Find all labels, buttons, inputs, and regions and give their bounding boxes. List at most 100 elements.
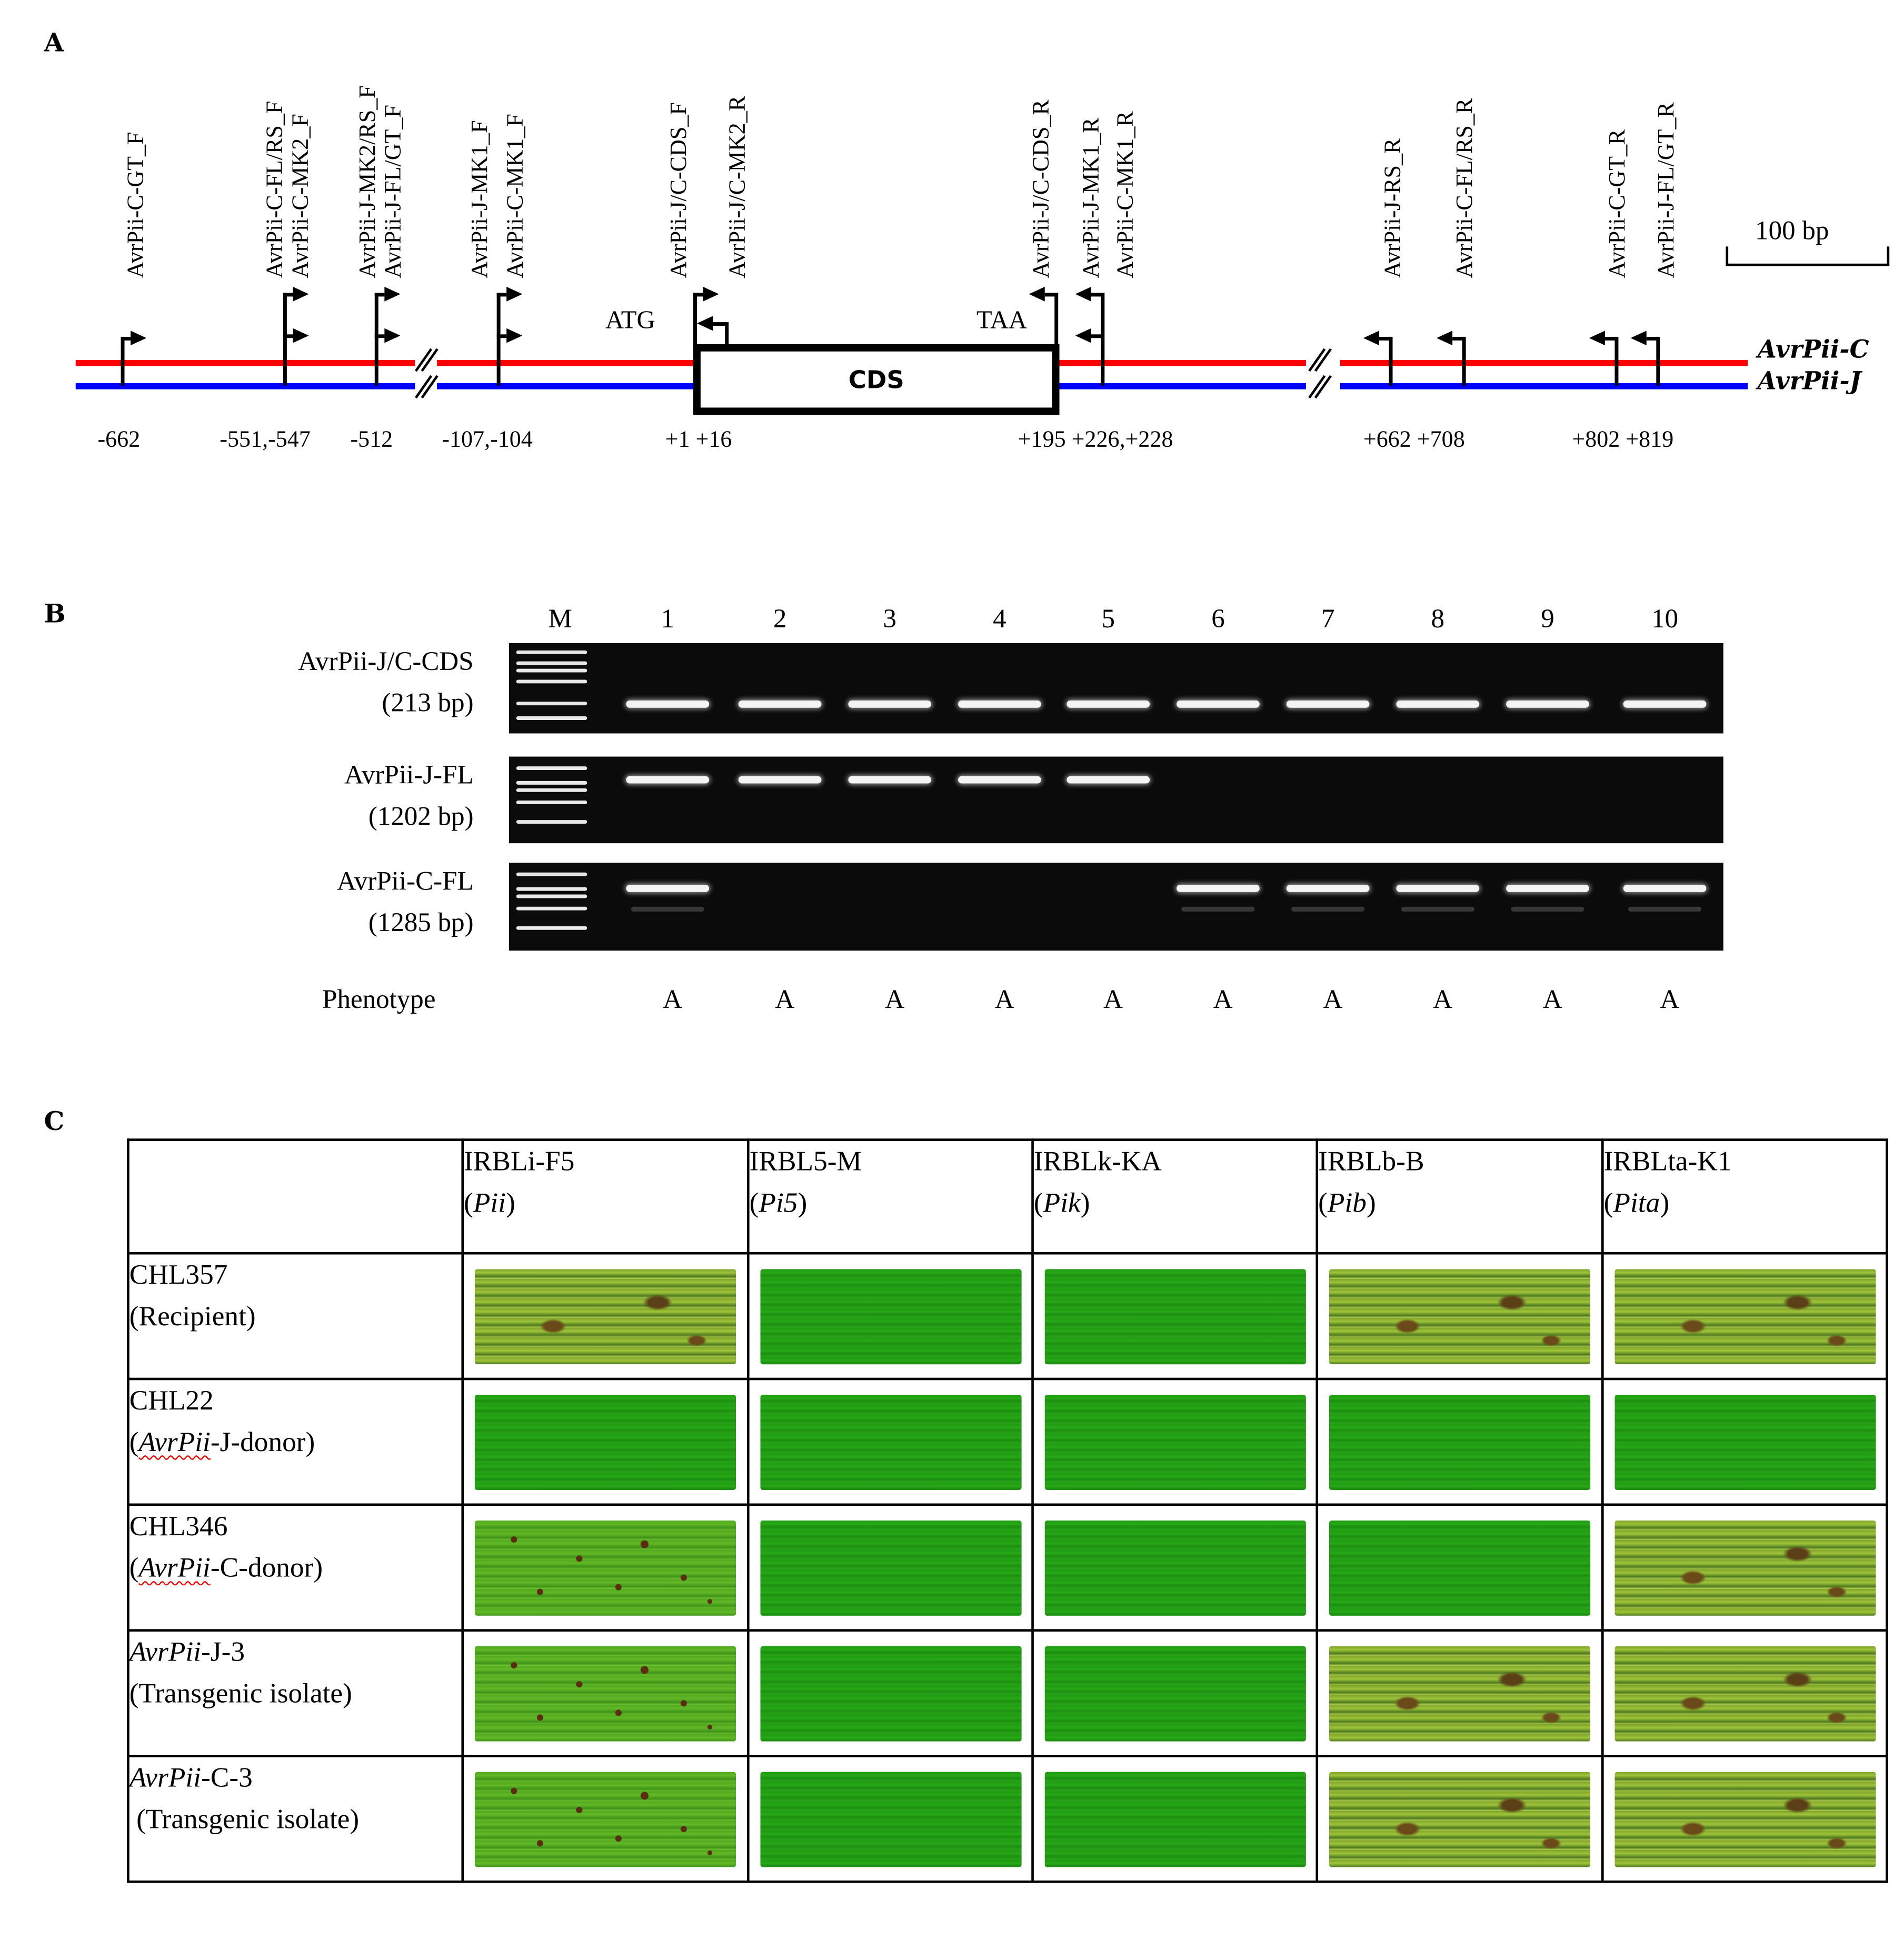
gel-image [509,643,1723,734]
allele-c-line-seg2 [437,359,696,366]
pcr-band [626,700,710,708]
pcr-band [848,776,932,784]
leaf-image-cell [746,1377,1034,1506]
primer-label: AvrPii-J-MK2/RS_F [355,85,381,278]
resistance-gene: (Pik) [1033,1187,1090,1218]
leaf-image-cell [1315,1755,1604,1883]
faint-band [631,906,704,912]
rice-leaf-image [474,1269,736,1365]
rice-line-name: IRBLb-B [1318,1146,1424,1177]
lane-label: 10 [1651,603,1679,634]
leaf-image-cell [1601,1755,1888,1883]
ladder-band [516,906,587,911]
ladder-band [516,661,587,665]
leaf-image-cell [746,1629,1034,1757]
pcr-band [1623,700,1707,708]
rice-leaf-image [760,1395,1021,1491]
column-header: IRBLk-KA(Pik) [1031,1138,1319,1255]
isolate-description: (AvrPii-J-donor) [129,1426,315,1457]
leaf-image-cell [746,1503,1034,1632]
stop-codon-label: TAA [976,305,1028,335]
leaf-image-cell [1315,1503,1604,1632]
faint-band [1401,906,1474,912]
ladder-band [516,702,587,706]
allele-c-line-seg4 [1340,359,1748,366]
rice-line-name: IRBLta-K1 [1603,1146,1732,1177]
leaf-image-cell [1315,1629,1604,1757]
isolate-cell: AvrPii-C-3 (Transgenic isolate) [127,1755,464,1883]
panel-a-label: A [44,27,64,57]
leaf-image-cell [1315,1377,1604,1506]
faint-band [1291,906,1365,912]
table-row: CHL346(AvrPii-C-donor) [127,1503,1888,1632]
ladder-band [516,650,587,654]
isolate-description: (Transgenic isolate) [129,1803,360,1834]
ladder-band [516,781,587,785]
resistance-gene: (Pi5) [749,1187,808,1218]
ladder-band [516,801,587,804]
phenotype-value: A [775,983,795,1014]
pcr-band [626,884,710,892]
isolate-name: AvrPii-J-3 [129,1636,245,1667]
isolate-name: CHL22 [129,1385,214,1416]
gel-primer-name: AvrPii-J-FL [344,759,474,790]
cds-box: CDS [693,344,1060,415]
phenotype-value: A [994,983,1014,1014]
rice-leaf-image [474,1395,736,1491]
position-label: +802 +819 [1572,427,1674,453]
rice-leaf-image [1329,1646,1591,1742]
isolate-description: (Recipient) [129,1301,256,1332]
primer-label: AvrPii-J-MK1_R [1079,117,1105,278]
leaf-image-cell [1601,1629,1888,1757]
table-row: AvrPii-J-3 (Transgenic isolate) [127,1629,1888,1757]
pcr-band [1623,884,1707,892]
faint-band [1511,906,1584,912]
allele-j-label: AvrPii-J [1757,366,1861,396]
leaf-image-cell [1031,1377,1319,1506]
leaf-image-cell [746,1252,1034,1381]
primer-label: AvrPii-C-MK2_F [288,114,314,278]
pcr-band [738,776,822,784]
pcr-band [1396,884,1480,892]
cds-label: CDS [848,365,904,394]
rice-leaf-image [1614,1646,1876,1742]
primer-label: AvrPii-C-GT_F [123,132,149,278]
allele-c-label: AvrPii-C [1757,334,1869,364]
pcr-band [738,700,822,708]
rice-leaf-image [474,1772,736,1867]
allele-j-line-seg3 [1056,383,1306,389]
gel-image [509,863,1723,951]
lane-label: M [548,603,572,634]
leaf-image-cell [746,1755,1034,1883]
leaf-image-cell [1031,1755,1319,1883]
primer-label: AvrPii-J-RS_R [1380,138,1407,278]
gel-row-label: AvrPii-J/C-CDS(213 bp) [298,641,474,724]
pcr-band [1506,884,1589,892]
ladder-band [516,668,587,673]
faint-band [1628,906,1702,912]
lane-label: 3 [883,603,897,634]
ladder-band [516,820,587,824]
lane-label: 2 [773,603,787,634]
rice-leaf-image [474,1646,736,1742]
leaf-image-cell [1601,1377,1888,1506]
isolate-name: CHL346 [129,1511,228,1542]
isolate-description: (Transgenic isolate) [129,1678,352,1709]
scale-bar-label: 100 bp [1755,215,1829,246]
pcr-band [958,700,1041,708]
leaf-image-cell [1601,1252,1888,1381]
leaf-image-cell [461,1377,750,1506]
lane-label: 1 [661,603,675,634]
leaf-image-cell [1031,1252,1319,1381]
rice-leaf-image [1329,1520,1591,1616]
pcr-band [1177,700,1260,708]
rice-leaf-image [1614,1520,1876,1616]
pcr-band [626,776,710,784]
column-header: IRBLi-F5(Pii) [461,1138,750,1255]
gel-amplicon-size: (1285 bp) [368,906,474,937]
allele-c-line-seg1 [75,359,415,366]
phenotype-value: A [885,983,904,1014]
rice-leaf-image [474,1520,736,1616]
table-row: AvrPii-C-3 (Transgenic isolate) [127,1755,1888,1883]
